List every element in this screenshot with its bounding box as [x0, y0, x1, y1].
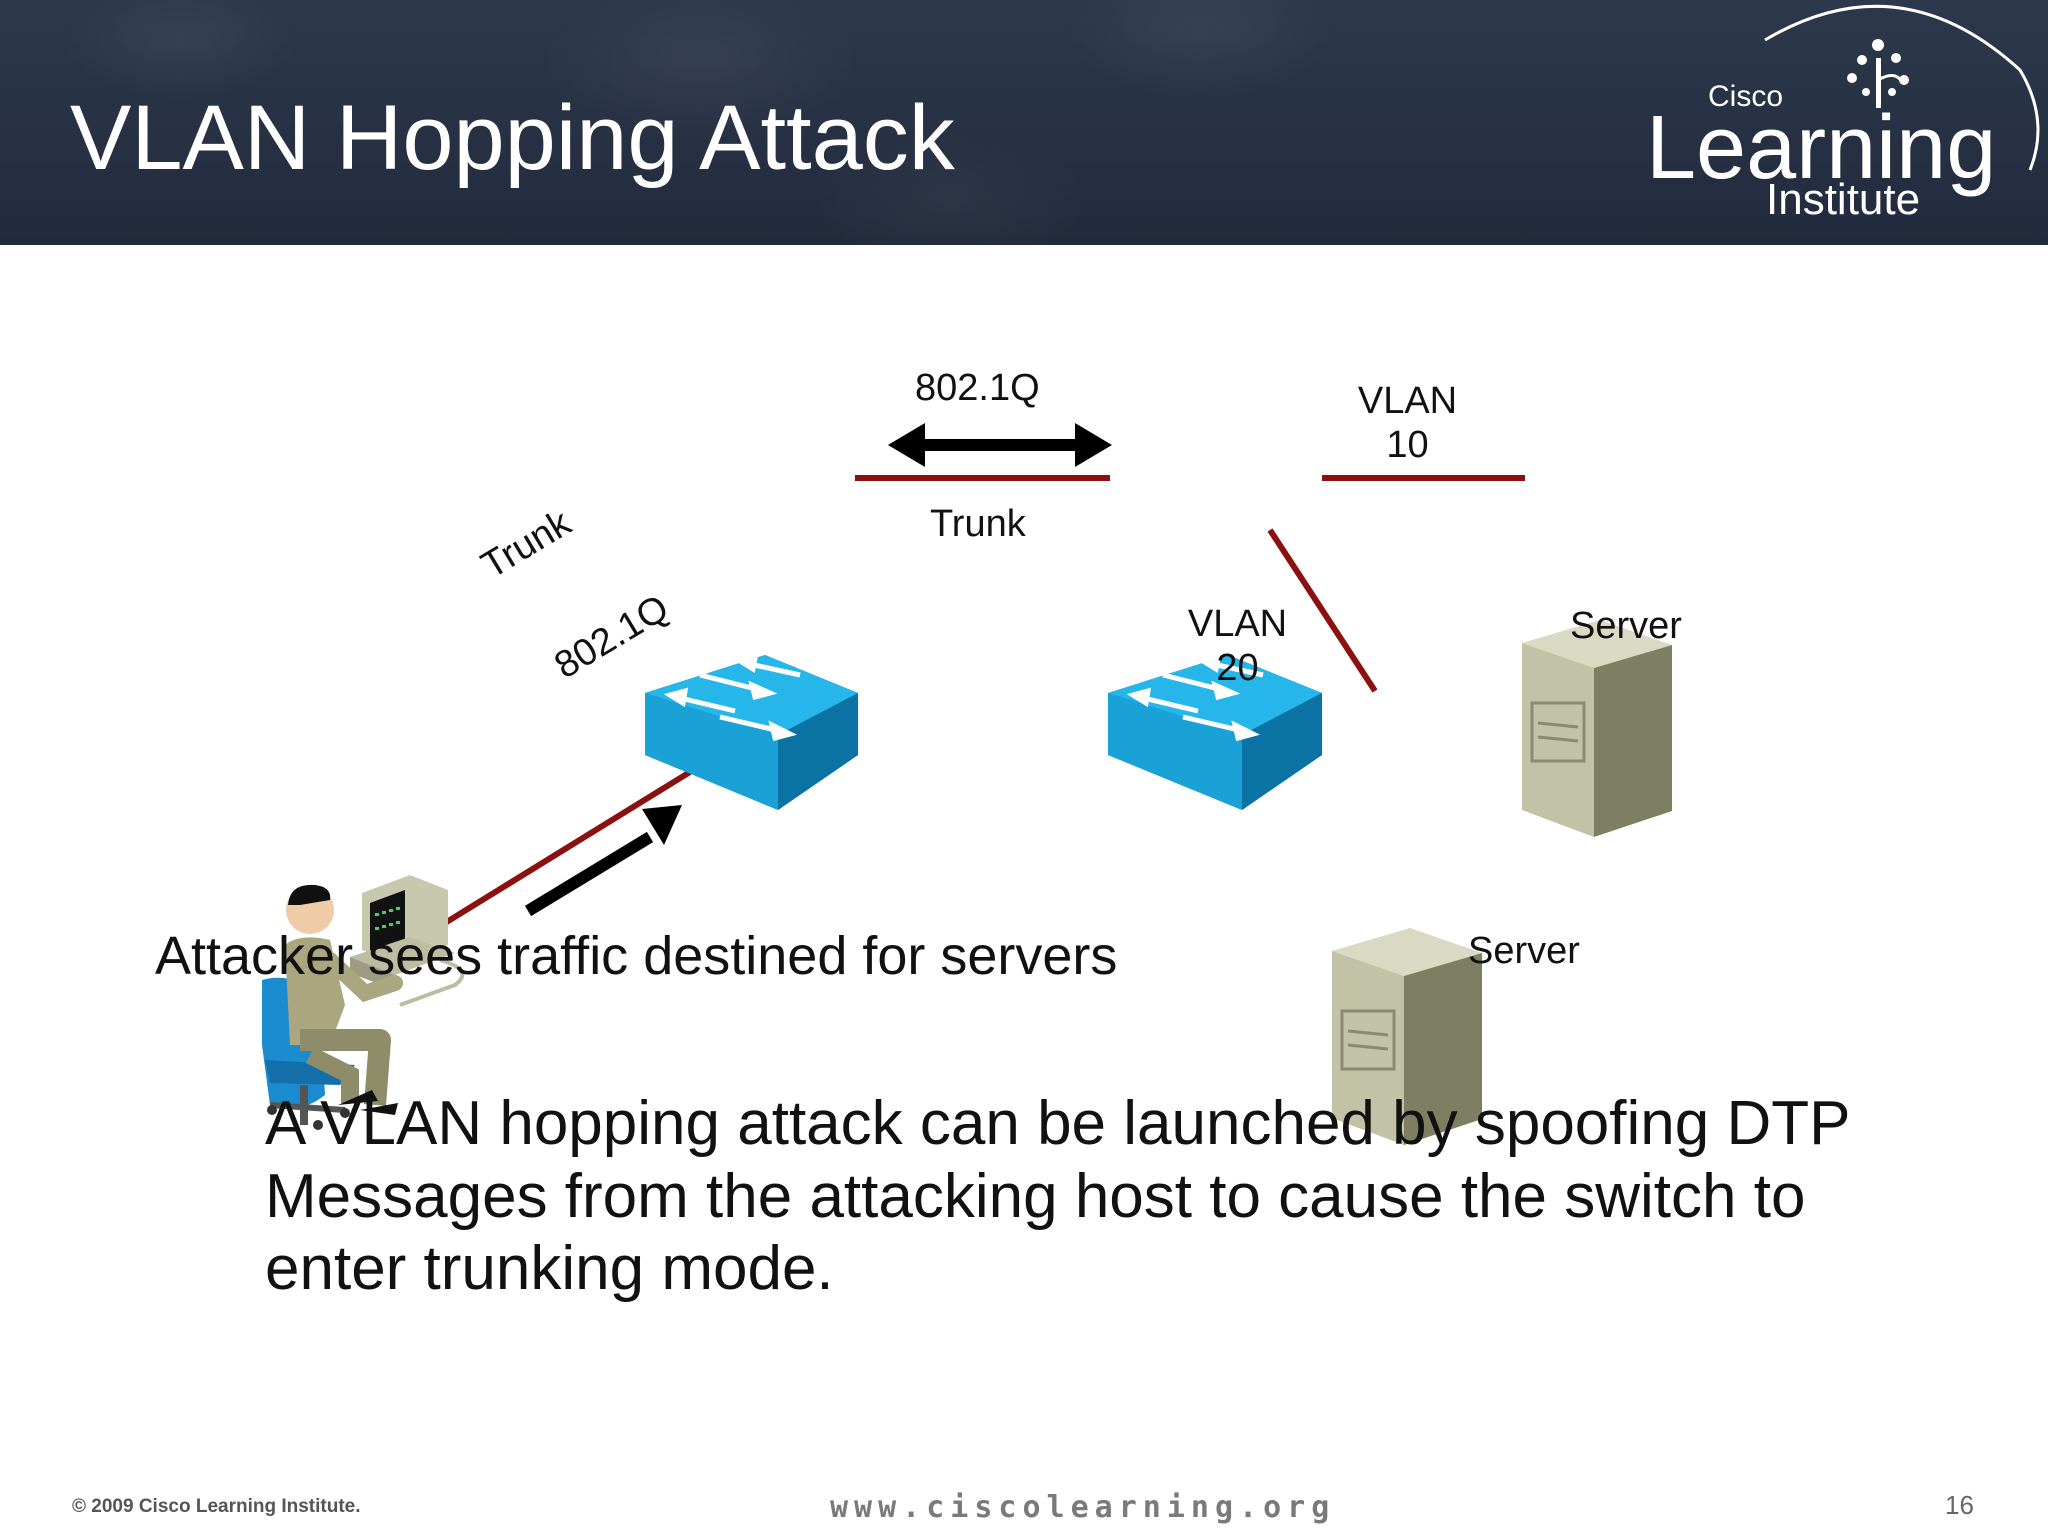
logo-line3: Institute — [1766, 175, 1920, 224]
vlan-hopping-diagram: 802.1Q Trunk Trunk 802.1Q VLAN 10 VLAN 2… — [0, 245, 2048, 1345]
double-arrow-icon — [888, 423, 1112, 467]
server-right-label: Server — [1570, 605, 1682, 647]
slide-header: VLAN Hopping Attack Cisco Learning Insti… — [0, 0, 2048, 245]
server-icon — [1332, 928, 1482, 1145]
logo-line1: Cisco — [1708, 80, 1783, 113]
top-link-label: 802.1Q — [915, 367, 1040, 409]
diagram-caption: Attacker sees traffic destined for serve… — [155, 926, 1118, 986]
vlan10-line1: VLAN — [1357, 380, 1458, 422]
switch-icon — [645, 654, 858, 810]
attacker-icon — [262, 875, 465, 1130]
tree-icon — [1847, 39, 1909, 108]
arrow-icon — [524, 805, 682, 917]
vlan20-link — [1267, 528, 1378, 693]
vlan10-label: VLAN 10 — [1355, 380, 1460, 467]
server-icon — [1522, 620, 1672, 837]
cisco-learning-institute-logo: Cisco Learning Institute — [1646, 4, 2040, 224]
vlan20-line1: VLAN — [1187, 603, 1288, 645]
logo-line2: Learning — [1646, 98, 1996, 198]
top-trunk-label: Trunk — [930, 503, 1026, 545]
switch-icon — [1108, 654, 1322, 810]
page-number: 16 — [1945, 1490, 1974, 1520]
vlan20-line2: 20 — [1216, 646, 1259, 689]
vlan10-line2: 10 — [1386, 423, 1429, 466]
vlan20-label: VLAN 20 — [1185, 603, 1290, 690]
copyright-text: © 2009 Cisco Learning Institute. — [72, 1496, 361, 1517]
diagram-graphics — [262, 423, 1672, 1145]
slide-title: VLAN Hopping Attack — [70, 87, 955, 189]
server-bottom-label: Server — [1468, 930, 1580, 972]
body-text: A VLAN hopping attack can be launched by… — [265, 1089, 1850, 1304]
website-text: www.ciscolearning.org — [830, 1490, 1336, 1525]
trunk-link-attacker-switch — [443, 769, 692, 926]
